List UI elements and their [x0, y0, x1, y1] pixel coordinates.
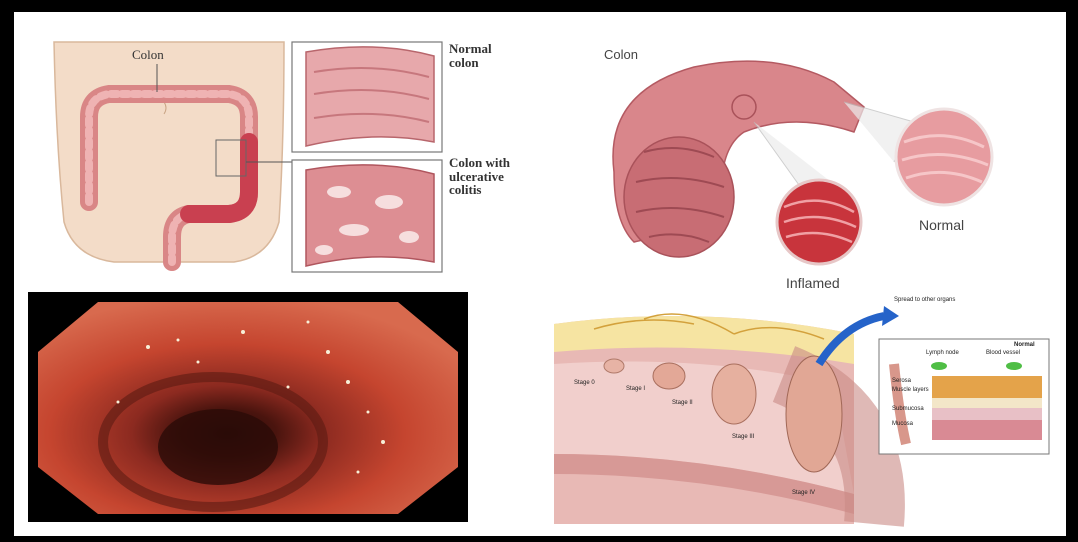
uc-label-line2: ulcerative [449, 170, 510, 184]
normal-colon-label: Normal colon [449, 42, 492, 69]
inflamed-colon-illustration: Colon Normal Inflamed [574, 22, 1054, 292]
normal-colon-label-line1: Normal [449, 42, 492, 56]
spread-label: Spread to other organs [894, 297, 955, 303]
normal-colon-label-line2: colon [449, 56, 492, 70]
colon-label: Colon [132, 48, 164, 62]
stage-1-label: Stage I [626, 386, 645, 392]
endoscopy-image [28, 292, 468, 522]
colon-label-right: Colon [604, 48, 638, 62]
normal-label-right: Normal [919, 218, 964, 233]
colorectal-cancer-stages-illustration: Spread to other organs Normal Lymph node… [554, 294, 1054, 532]
ulcerative-colitis-illustration: Colon Normal colon Colon with ulcerative… [44, 22, 554, 282]
diagram-canvas: Colon Normal colon Colon with ulcerative… [14, 12, 1066, 536]
stage-3-label: Stage III [732, 434, 754, 440]
stage-4-label: Stage IV [792, 490, 815, 496]
mucosa-label: Mucosa [892, 421, 913, 427]
stage-2-label: Stage II [672, 400, 693, 406]
blood-vessel-label: Blood vessel [986, 350, 1020, 356]
normal-tissue-label: Normal [1014, 342, 1035, 348]
uc-label-line3: colitis [449, 183, 510, 197]
colon-tube-figure [574, 22, 1054, 292]
cancer-stages-figure [554, 294, 1054, 532]
muscle-layers-label: Muscle layers [892, 387, 929, 393]
ulcerative-colitis-label: Colon with ulcerative colitis [449, 156, 510, 197]
lymph-node-label: Lymph node [926, 350, 959, 356]
serosa-label: Serosa [892, 378, 911, 384]
uc-label-line1: Colon with [449, 156, 510, 170]
submucosa-label: Submucosa [892, 406, 924, 412]
inflamed-label: Inflamed [786, 276, 840, 291]
stage-0-label: Stage 0 [574, 380, 595, 386]
endoscopy-view [28, 292, 468, 522]
